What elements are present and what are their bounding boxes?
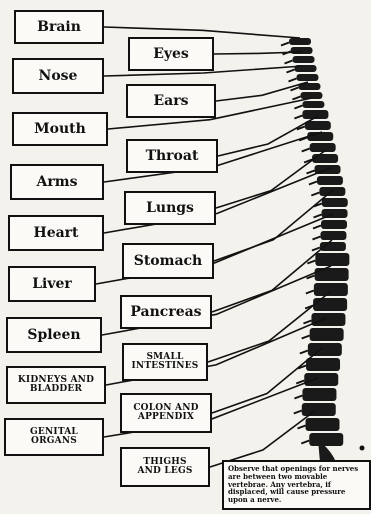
spinous-process <box>294 411 302 414</box>
vertebra <box>304 373 338 386</box>
label-kidneys-line2: BLADDER <box>30 385 82 394</box>
label-stomach: Stomach <box>122 243 214 279</box>
label-arms: Arms <box>10 164 104 200</box>
vertebra <box>289 38 311 45</box>
spinous-process <box>307 261 315 264</box>
vertebra <box>302 101 324 108</box>
vertebra <box>317 176 343 185</box>
vertebra <box>306 418 340 431</box>
label-throat: Throat <box>126 139 218 173</box>
spinous-process <box>314 215 322 218</box>
label-pancreas: Pancreas <box>120 295 212 329</box>
coccyx-dot <box>360 446 365 451</box>
vertebra <box>322 198 348 207</box>
vertebra <box>293 56 315 63</box>
vertebra <box>312 154 338 163</box>
vertebra <box>315 253 349 266</box>
vertebra <box>302 403 336 416</box>
vertebra <box>309 433 343 446</box>
label-lungs: Lungs <box>124 191 216 225</box>
vertebra <box>310 328 344 341</box>
vertebra <box>310 143 336 152</box>
spinous-process <box>312 237 320 240</box>
vertebra <box>314 283 348 296</box>
spinous-process <box>290 88 298 91</box>
spinous-process <box>313 226 321 229</box>
spinous-process <box>281 43 289 46</box>
spinous-process <box>302 149 310 152</box>
spinous-process <box>294 106 302 109</box>
spinous-process <box>311 193 319 196</box>
vertebra <box>313 298 347 311</box>
vertebra <box>311 313 345 326</box>
spinous-process <box>287 70 295 73</box>
diagram-caption <box>0 0 371 9</box>
label-genital-organs: GENITAL ORGANS <box>4 418 104 456</box>
spinous-process <box>285 61 293 64</box>
spinous-process <box>306 291 314 294</box>
connector-line <box>210 410 316 467</box>
label-genital-line2: ORGANS <box>31 437 77 446</box>
spinous-process <box>307 171 315 174</box>
vertebra <box>320 231 346 240</box>
spinous-process <box>302 336 310 339</box>
label-liver: Liver <box>8 266 96 302</box>
spinous-process <box>300 351 308 354</box>
footnote-box: Observe that openings for nerves are bet… <box>222 460 371 510</box>
spinous-process <box>298 426 306 429</box>
label-heart: Heart <box>8 215 104 251</box>
label-nose: Nose <box>12 58 104 94</box>
label-small-int-line2: INTESTINES <box>132 362 199 371</box>
vertebra <box>321 220 347 229</box>
label-thighs-legs: THIGHS AND LEGS <box>120 447 210 487</box>
connector-line <box>216 150 326 208</box>
label-spleen: Spleen <box>6 317 102 353</box>
connector-line <box>214 190 333 261</box>
label-thighs-line2: AND LEGS <box>137 467 192 476</box>
spinous-process <box>288 79 296 82</box>
vertebra <box>308 343 342 356</box>
spinous-process <box>312 248 320 251</box>
label-mouth: Mouth <box>12 112 108 146</box>
label-ears: Ears <box>126 84 216 118</box>
spinous-process <box>309 182 317 185</box>
spinous-process <box>294 116 302 119</box>
label-colon-appendix: COLON AND APPENDIX <box>120 393 212 433</box>
connector-line <box>214 52 302 54</box>
label-eyes: Eyes <box>128 37 214 71</box>
label-small-intestines: SMALL INTESTINES <box>122 343 208 381</box>
label-colon-line2: APPENDIX <box>138 413 194 422</box>
spinous-process <box>292 97 300 100</box>
vertebra <box>305 121 331 130</box>
label-kidneys-bladder: KIDNEYS AND BLADDER <box>6 366 106 404</box>
spinous-process <box>303 321 311 324</box>
vertebra <box>302 388 336 401</box>
spinous-process <box>294 396 302 399</box>
vertebra <box>296 74 318 81</box>
label-brain: Brain <box>14 10 104 44</box>
spinous-process <box>301 441 309 444</box>
vertebra <box>306 358 340 371</box>
